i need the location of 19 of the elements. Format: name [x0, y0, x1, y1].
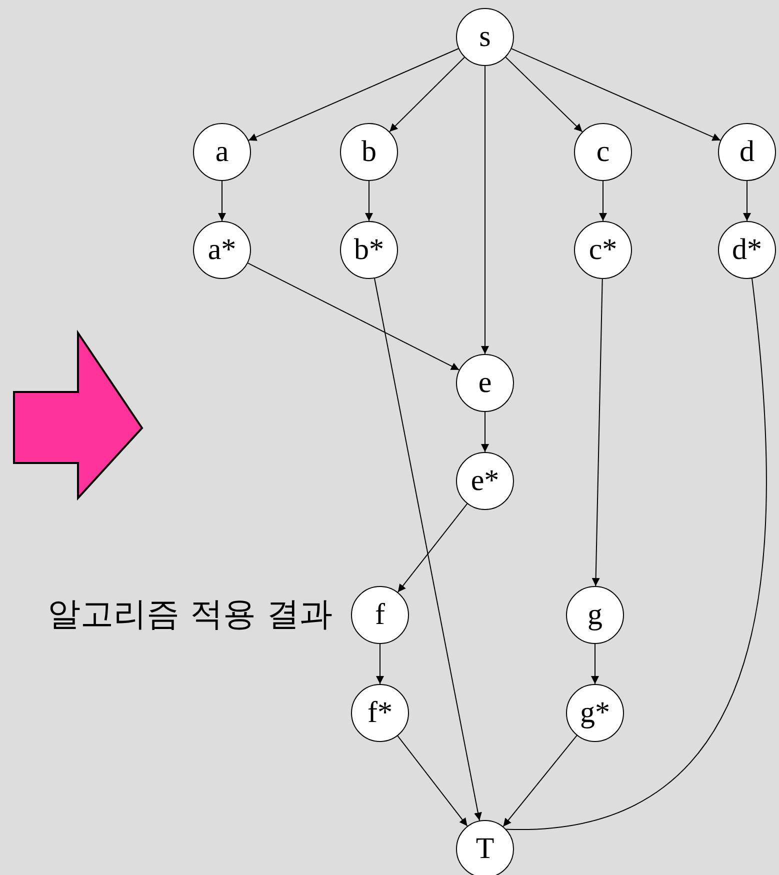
arrow: [218, 180, 226, 222]
arrow: [592, 278, 603, 586]
caption-text: 알고리즘 적용 결과: [46, 593, 334, 635]
arrow: [247, 262, 460, 370]
arrow: [397, 503, 468, 593]
arrow: [397, 735, 468, 827]
arrow: [389, 56, 465, 132]
arrow: [481, 412, 489, 452]
arrow: [374, 278, 482, 822]
arrow: [505, 56, 583, 132]
arrow: [248, 48, 459, 141]
arrow: [591, 644, 599, 684]
arrow: [511, 48, 721, 141]
arrow: [365, 180, 373, 222]
arrow: [376, 644, 384, 684]
arrow: [599, 180, 607, 222]
arrow: [743, 180, 751, 222]
arrow: [481, 66, 489, 354]
arrow: [502, 735, 578, 827]
